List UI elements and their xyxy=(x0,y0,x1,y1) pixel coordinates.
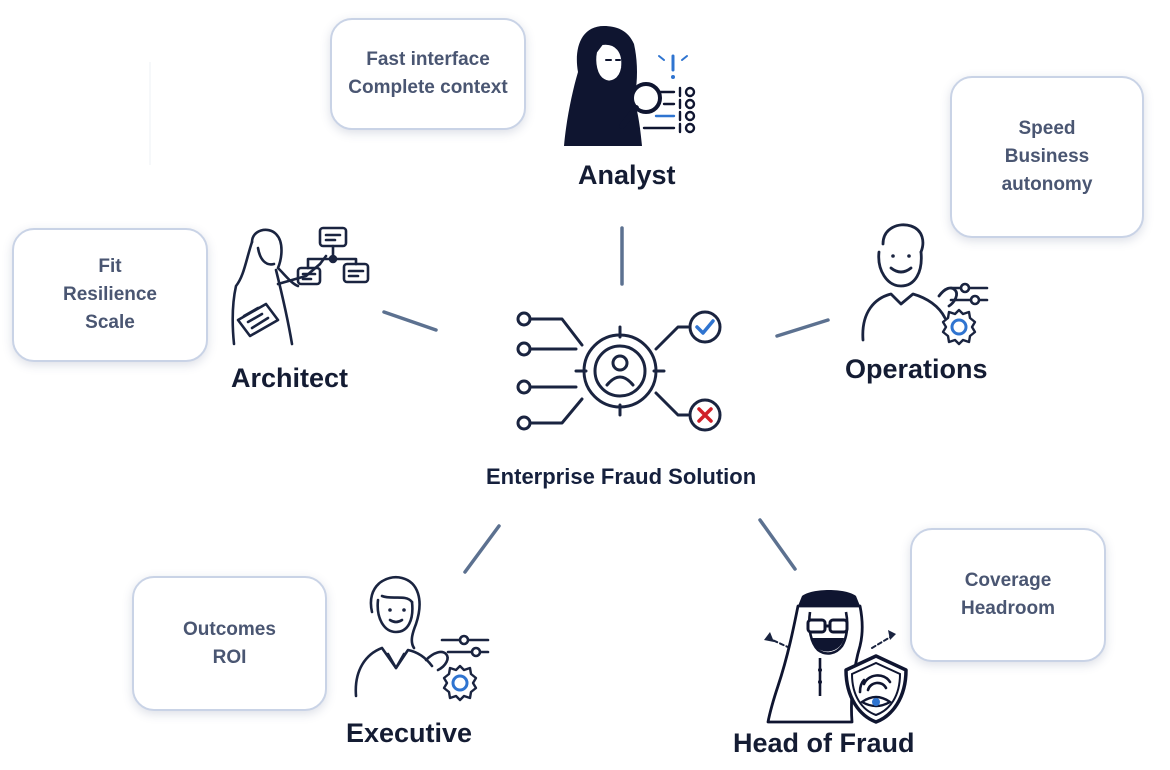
analyst-need: Fast interface xyxy=(366,49,490,70)
connector-architect xyxy=(382,310,438,332)
connector-operations xyxy=(775,318,830,338)
executive-role-label: Executive xyxy=(346,718,473,748)
head-of-fraud-role-label: Head of Fraud xyxy=(733,728,915,758)
head-of-fraud-need: Headroom xyxy=(961,598,1055,619)
analyst-magnifier-icon xyxy=(564,26,696,146)
architect-flowchart-icon xyxy=(231,226,370,346)
executive-need: Outcomes xyxy=(183,618,276,640)
connector-head-of-fraud xyxy=(758,518,797,571)
analyst-need: Complete context xyxy=(348,77,508,98)
operations-settings-icon xyxy=(861,223,989,346)
operations-need: Business xyxy=(1004,146,1090,167)
head-of-fraud-need: Coverage xyxy=(964,570,1052,591)
architect-need: Scale xyxy=(85,312,135,333)
executive-settings-icon xyxy=(354,575,490,702)
connector-executive xyxy=(463,524,501,574)
executive-need: ROI xyxy=(212,646,247,668)
architect-role-label: Architect xyxy=(231,363,349,393)
architect-needs-card: Fit Resilience Scale xyxy=(12,228,208,362)
architect-need: Resilience xyxy=(63,284,157,305)
operations-needs-card: Speed Business autonomy xyxy=(950,76,1144,238)
center-label: Enterprise Fraud Solution xyxy=(486,464,757,489)
fraud-detection-hub-icon xyxy=(516,310,722,432)
analyst-needs-card: Fast interface Complete context xyxy=(330,18,526,130)
operations-need: autonomy xyxy=(1001,174,1093,195)
analyst-role-label: Analyst xyxy=(578,160,676,190)
operations-need: Speed xyxy=(1018,118,1076,139)
operations-role-label: Operations xyxy=(845,354,988,384)
head-of-fraud-needs-card: Coverage Headroom xyxy=(910,528,1106,662)
executive-needs-card: Outcomes ROI xyxy=(132,576,327,711)
architect-need: Fit xyxy=(98,256,122,277)
head-of-fraud-shield-icon xyxy=(764,590,908,724)
